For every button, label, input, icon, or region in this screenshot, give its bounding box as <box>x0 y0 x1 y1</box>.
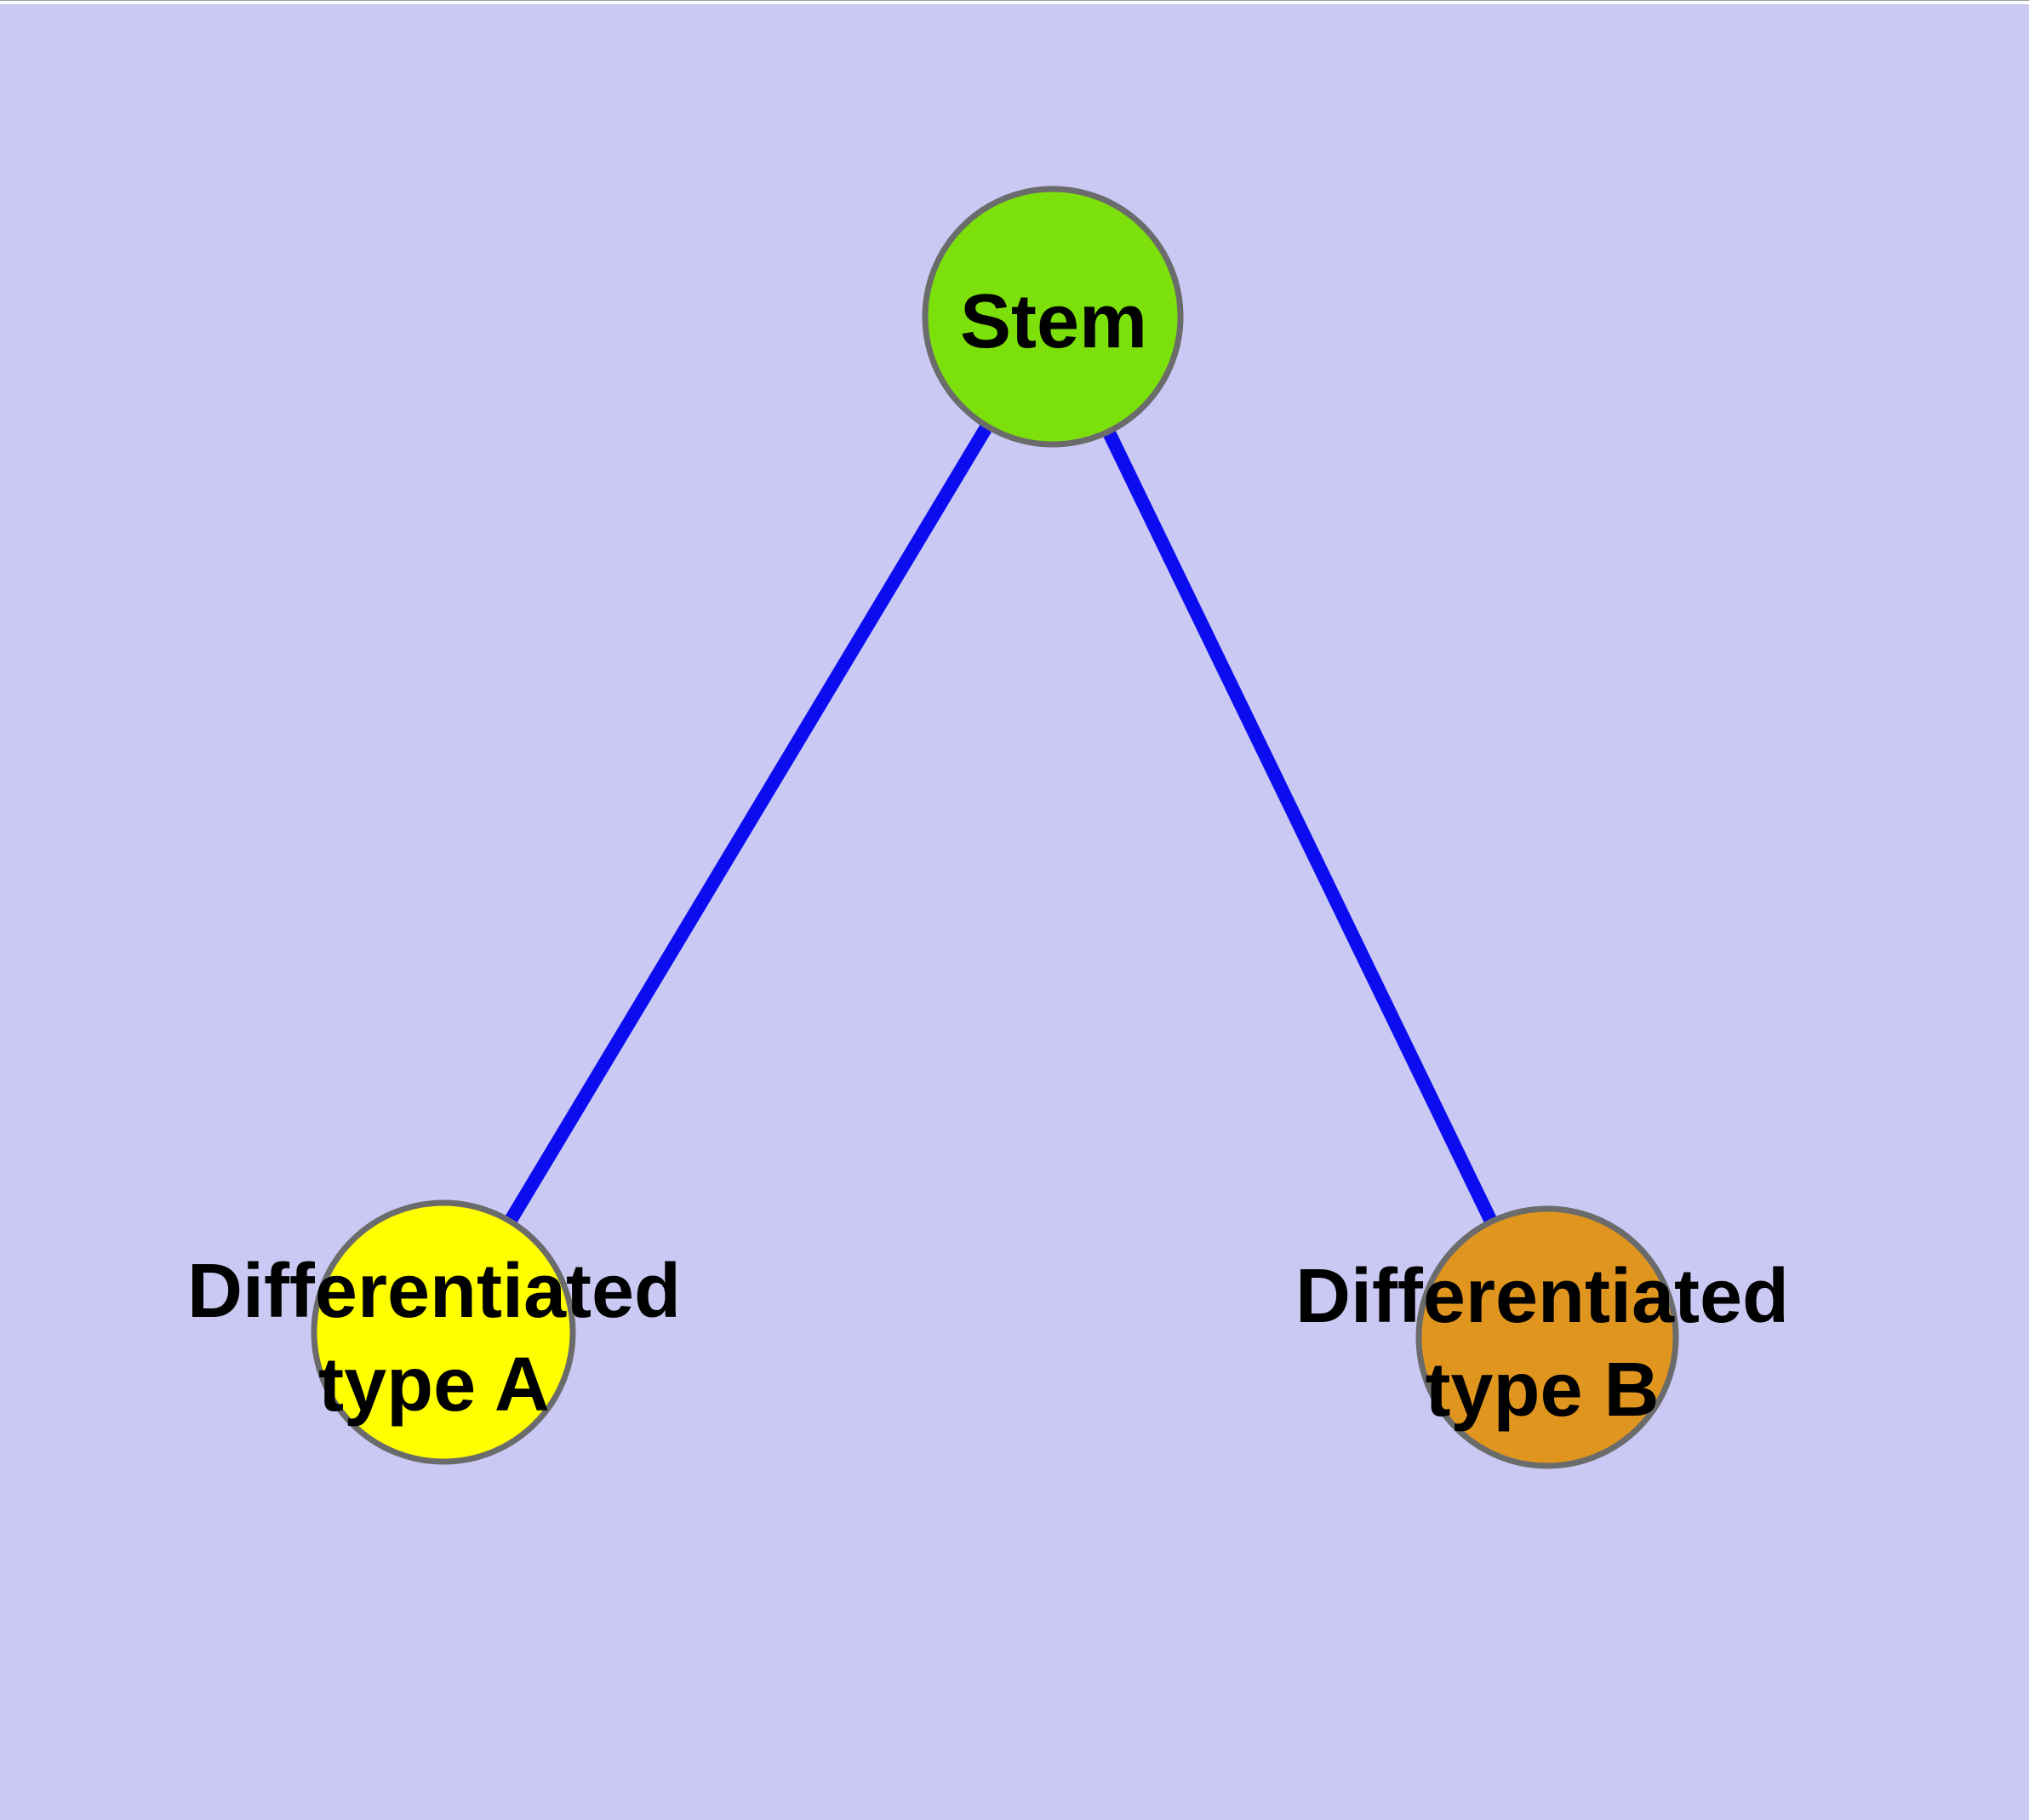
edge-stem-to-type-a <box>437 312 1059 1336</box>
node-stem-circle <box>922 186 1184 448</box>
node-type-a-label-line1: Differentiated <box>187 1249 681 1334</box>
node-type-a-label-line2: type A <box>318 1342 550 1428</box>
node-type-a-circle <box>311 1199 576 1465</box>
window-top-strip <box>0 0 2029 4</box>
edge-stem-to-type-b <box>1046 313 1554 1341</box>
node-type-b-label-line2: type B <box>1425 1348 1659 1433</box>
node-type-b-circle <box>1415 1205 1679 1469</box>
node-type-b-label-line1: Differentiated <box>1295 1254 1789 1339</box>
node-stem-label: Stem <box>960 279 1147 364</box>
